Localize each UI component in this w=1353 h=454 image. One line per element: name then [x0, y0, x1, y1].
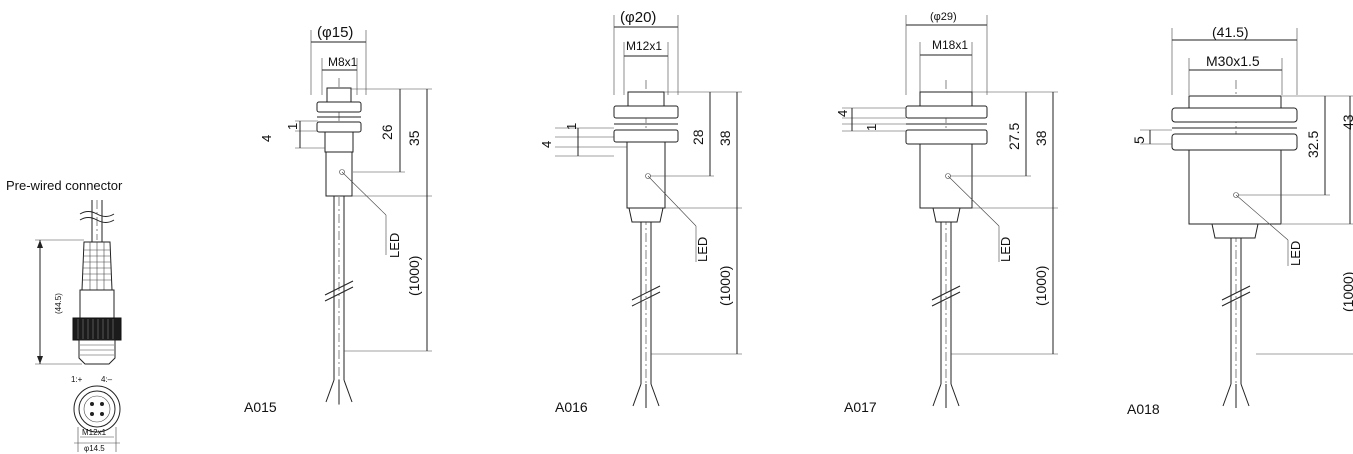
- knurled-coupling-nut: [72, 317, 122, 341]
- a017-hex-nut-bottom: [905, 129, 988, 145]
- a015-nut-height-label: 4: [259, 135, 274, 142]
- a017-body-length-label: 38: [1033, 130, 1049, 146]
- a017-sensor-face: [919, 91, 973, 107]
- a017-cable-length-label: (1000): [1033, 266, 1049, 306]
- a018-sensor-body: [1188, 149, 1282, 225]
- a016-thread-length-label: 28: [690, 129, 706, 145]
- a018-cable-gland: [1211, 223, 1259, 239]
- a016-body-length-label: 38: [717, 130, 733, 146]
- a018-hex-nut-bottom: [1171, 133, 1298, 151]
- a015-thread-length-label: 26: [379, 124, 395, 140]
- connector-title: Pre-wired connector: [6, 178, 123, 193]
- a018-nut-height-label: 5: [1131, 136, 1147, 144]
- a016-hex-nut-bottom: [613, 129, 679, 143]
- a017-model-code: A017: [844, 399, 877, 415]
- a015-thread-label: M8x1: [328, 55, 358, 69]
- a015-led-label: LED: [387, 233, 402, 258]
- a017-diameter-label: (φ29): [930, 11, 957, 23]
- a017-cable-break: [931, 285, 961, 307]
- connector-pin1-label: 1:+: [71, 375, 83, 384]
- a017-nut-height-label: 4: [835, 110, 850, 117]
- a018-hex-nut-top: [1171, 107, 1298, 123]
- a015-hex-nut-bottom: [316, 121, 362, 133]
- a018-thread-label: M30x1.5: [1206, 53, 1260, 69]
- a017-thread-length-label: 27.5: [1006, 123, 1022, 150]
- a015-washer-label: 1: [285, 123, 300, 130]
- a016-model-code: A016: [555, 399, 588, 415]
- a016-sensor-face: [627, 91, 665, 107]
- a015-body-length-label: 35: [406, 130, 422, 146]
- sensor-drawing-a017: (φ29) M18x1 LED 4 1 27.5: [835, 11, 1058, 415]
- a018-cable-length-label: (1000): [1340, 272, 1353, 312]
- a016-cable-break: [631, 285, 661, 307]
- a017-cable-gland: [932, 207, 961, 223]
- connector-end-view: [73, 385, 121, 433]
- a016-cable-gland: [628, 207, 664, 223]
- sensor-drawing-a016: (φ20) M12x1 LED 1 4 28: [539, 9, 742, 415]
- a015-sensor-face: [326, 87, 352, 103]
- connector-thread-tip: [78, 339, 116, 365]
- connector-diameter-label: φ14.5: [84, 444, 105, 453]
- a017-led-label: LED: [998, 237, 1013, 262]
- sensor-drawing-a015: (φ15) M8x1 LED 4 1 26 35: [244, 24, 432, 415]
- a016-washer-label: 1: [564, 123, 579, 130]
- connector-pin4-label: 4:–: [101, 375, 113, 384]
- a015-led-indicator: [339, 169, 345, 175]
- a017-hex-nut-top: [905, 105, 988, 119]
- a017-cable-leads: [932, 383, 960, 408]
- a015-sensor-body: [324, 131, 354, 153]
- a018-body-length-label: 43: [1340, 114, 1353, 130]
- a016-nut-height-label: 4: [539, 141, 554, 148]
- a018-sensor-face: [1188, 95, 1282, 109]
- a018-thread-length-label: 32.5: [1305, 131, 1321, 158]
- a017-thread-label: M18x1: [932, 38, 968, 52]
- a016-cable-leads: [632, 383, 660, 408]
- pre-wired-connector-figure: Pre-wired connector: [6, 178, 123, 453]
- a016-thread-label: M12x1: [626, 39, 662, 53]
- a017-washer-label: 1: [864, 124, 879, 131]
- a015-cable-break: [324, 280, 354, 302]
- a015-sensor-housing: [325, 151, 353, 197]
- a015-hex-nut-top: [316, 101, 362, 113]
- a018-cable-leads: [1222, 383, 1250, 408]
- a015-cable-leads: [325, 379, 353, 404]
- connector-thread-label: M12x1: [82, 428, 107, 437]
- sensor-drawing-a018: (41.5) M30x1.5 LED 5 32.5 43: [1127, 24, 1353, 417]
- a018-led-label: LED: [1288, 241, 1303, 266]
- a018-diameter-label: (41.5): [1212, 24, 1249, 40]
- a016-sensor-body: [626, 141, 666, 209]
- a016-diameter-label: (φ20): [620, 9, 656, 26]
- a015-cable-length-label: (1000): [406, 256, 422, 296]
- a016-led-label: LED: [695, 237, 710, 262]
- a018-model-code: A018: [1127, 401, 1160, 417]
- a018-cable-break: [1221, 285, 1251, 307]
- a016-cable-length-label: (1000): [717, 266, 733, 306]
- a015-model-code: A015: [244, 399, 277, 415]
- a016-hex-nut-top: [613, 105, 679, 119]
- cable-break-mark: [79, 211, 115, 217]
- connector-length-label: (44.5): [54, 293, 63, 314]
- a015-diameter-label: (φ15): [317, 24, 353, 41]
